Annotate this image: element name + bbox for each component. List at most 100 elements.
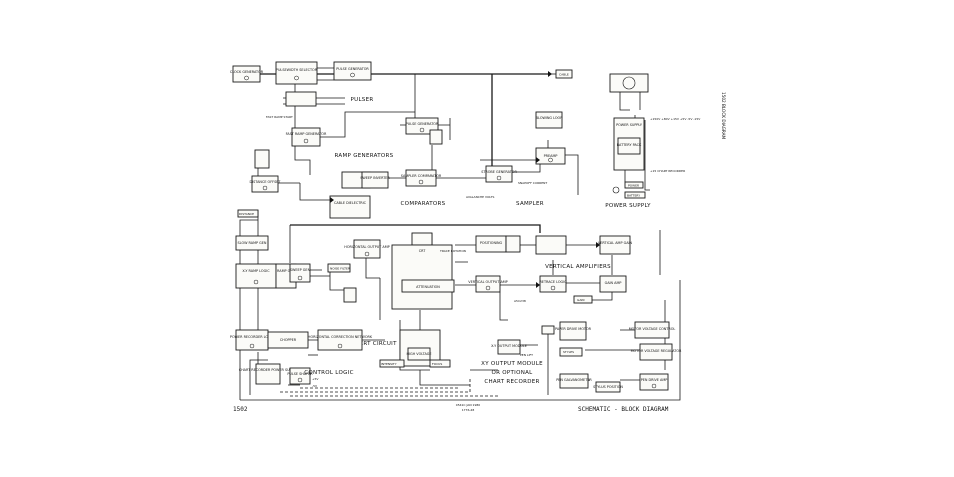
attenuation-label: ATTENUATION: [416, 285, 440, 289]
noise-filter-label: NOISE FILTER: [330, 267, 350, 271]
strobe-generator-block: [485, 165, 513, 183]
retrace-logic-label: RETRACE LOGIC: [539, 280, 567, 284]
positioning-label: POSITIONING: [480, 241, 503, 245]
pulsewidth-number-marker: [294, 75, 299, 81]
avalanche-volts-label: AVALANCHE VOLTS: [466, 195, 494, 199]
side-caption: 1502 BLOCK DIAGRAM: [721, 92, 726, 139]
intensity-label: INTENSITY: [381, 362, 397, 366]
paper-drive-label: PAPER DRIVE MOTOR: [555, 327, 592, 331]
optional-section-label: OR OPTIONAL: [491, 370, 533, 376]
sweep-gen-2-block: [289, 263, 311, 283]
motor-voltage-regulator-block: [639, 343, 673, 361]
supply-voltages-label: +150V +80V +15V +5V -5V -15V: [650, 117, 701, 121]
chopper-block: [267, 331, 309, 349]
chart-recorder-section: X-Y OUTPUT MODULE PEN LIFT XY OUTPUT MOD…: [481, 321, 682, 393]
pulse-generator-block: [333, 61, 372, 81]
xy-output-module-block: [497, 339, 521, 355]
battery-pack-label: BATTERY PACK: [617, 143, 642, 147]
distance-offset-block: [251, 175, 279, 193]
ac-plug-icon: [622, 76, 636, 90]
signal-arrows: [330, 71, 600, 288]
sampler-section: STROBE GENERATOR BLOWING LOOP PREAMP AVA…: [429, 111, 566, 207]
crt-neck-block: [411, 232, 433, 246]
vertical-amplifiers-section-label: VERTICAL AMPLIFIERS: [545, 264, 611, 270]
xy-ramp-logic-block: [235, 263, 277, 289]
comparators-section: SAMPLER COMPARATOR COMPARATORS: [401, 169, 446, 207]
clock-generator-label: CLOCK GENERATOR: [230, 70, 264, 74]
power-switch-block: [624, 181, 644, 189]
cable-dielectric-block: [329, 195, 371, 219]
power-label: POWER: [628, 184, 639, 188]
sampler-section-label: SAMPLER: [516, 201, 544, 207]
control-logic-section: POWER RECORDER LOGIC CHOPPER HORIZONTAL …: [230, 329, 373, 388]
pen-galvanometer-block: [559, 373, 589, 389]
pen-drive-amp-label: PEN DRIVE AMP: [641, 378, 668, 382]
sweep-inverter-block: [361, 171, 389, 189]
pen-galvanometer-label: PEN GALVANOMETER: [556, 378, 592, 382]
vertical-output-amp-label: VERTICAL OUTPUT AMP: [468, 280, 507, 284]
footer-date-line: 0541C JAN 1980: [456, 403, 480, 407]
power-supply-section-label: POWER SUPPLY: [605, 203, 651, 209]
sweep-inverter-label: SWEEP INVERTER: [360, 176, 390, 180]
cable-dielectric-label: CABLE DIELECTRIC: [334, 201, 367, 205]
gain-control: [573, 295, 593, 304]
pulse-generator-label: PULSE GENERATOR: [336, 67, 369, 71]
distance-label: DISTANCE: [239, 212, 254, 216]
plus5v-label: +5V: [312, 377, 319, 381]
battery-pack-block: [617, 137, 641, 155]
crt-tube-block: [391, 244, 453, 310]
stylus-position-label: STYLUS POSITION: [593, 385, 623, 389]
battery-switch-block: [624, 191, 646, 199]
pen-drive-amp-block: [639, 373, 669, 391]
horizontal-section: SLOW RAMP GEN X-Y RAMP LOGIC RAMP GEN SW…: [235, 235, 390, 303]
ramp-gen-label: RAMP GEN: [277, 269, 295, 273]
horizontal-correction-label: HORIZONTAL CORRECTION NETWORK: [308, 335, 373, 339]
horizontal-output-amp-block: [353, 239, 381, 259]
sweep-gen-label: SWEEP GEN: [290, 268, 311, 272]
vertical-output-amp-block: [475, 275, 501, 293]
fast-ramp-generator-block: [291, 127, 321, 147]
vertical-preamp-block: [535, 235, 567, 255]
comparators-section-label: COMPARATORS: [401, 201, 446, 207]
styles-box: [559, 347, 583, 357]
cable-label: CABLE: [559, 73, 569, 77]
high-voltage-label: HIGH VOLTAGE: [407, 352, 432, 356]
xy-output-module-label: X-Y OUTPUT MODULE: [491, 344, 527, 348]
power-supply-section: POWER SUPPLY BATTERY PACK +150V +80V +15…: [605, 73, 701, 209]
clock-number-marker: [244, 75, 249, 81]
pulse-generator-2-label: PULSE GENERATOR: [406, 122, 439, 126]
positioning-pot-block: [505, 235, 521, 253]
retrace-logic-block: [539, 275, 567, 293]
focus-label: FOCUS: [432, 362, 442, 366]
slow-ramp-gen-label: SLOW RAMP GEN: [238, 241, 267, 245]
strobe-generator-label: STROBE GENERATOR: [481, 170, 517, 174]
snapoff-current-label: SNAPOFF CURRENT: [518, 181, 547, 185]
minus5v-label: -5V: [312, 384, 318, 388]
footer-ref-line: 1776-48: [462, 408, 475, 412]
motor-voltage-control-block: [634, 321, 670, 339]
attenuation-block: [401, 279, 455, 293]
chart-recorder-power-label: CHART RECORDER POWER SUPPLY: [239, 368, 298, 372]
crt-label: CRT: [419, 249, 426, 253]
trace-rotation-label: TRACE ROTATION: [439, 249, 466, 253]
stylus-position-block: [595, 381, 621, 393]
horizontal-correction-block: [317, 329, 363, 351]
battery-label: BATTERY: [627, 194, 640, 198]
chart-recorder-supply-label: +15 CHART RECORDER: [650, 169, 685, 173]
vertical-amp-gain-label: VERTICAL AMP GAIN: [598, 241, 633, 245]
power-supply-block-label: POWER SUPPLY: [616, 123, 643, 127]
fast-ramp-start-label: FAST RAMP START: [266, 115, 293, 119]
part-a5c238-label: A5C238: [514, 299, 526, 303]
gear-reduction-block: [254, 149, 270, 169]
power-recorder-logic-label: POWER RECORDER LOGIC: [230, 335, 275, 339]
styles-label: STYLES: [563, 350, 574, 354]
distance-offset-label: DISTANCE OFFSET: [250, 180, 282, 184]
clock-generator-block: [232, 65, 261, 83]
crt-circuit-section-label: CRT CIRCUIT: [359, 341, 397, 347]
vertical-amp-gain-block: [599, 235, 631, 255]
gain-amp-block: [599, 275, 627, 293]
cable-connector: [555, 69, 573, 79]
distance-knob-box: [237, 209, 259, 218]
ramp-generators-section: FAST RAMP START FAST RAMP GENERATOR PULS…: [237, 91, 439, 219]
